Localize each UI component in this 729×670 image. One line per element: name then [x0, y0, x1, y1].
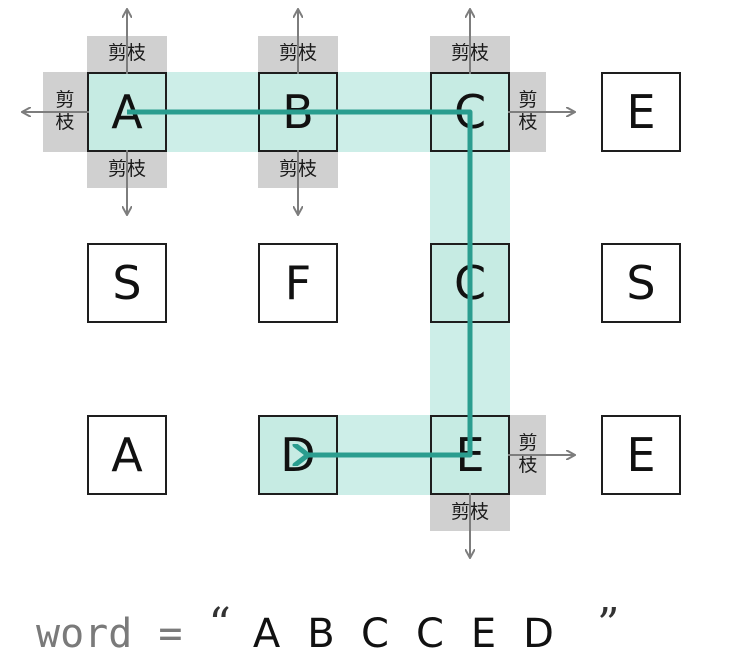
prune-label-right: 剪枝	[510, 415, 546, 495]
grid-cell-r0-c3: E	[601, 72, 681, 152]
grid-cell-r2-c3: E	[601, 415, 681, 495]
grid-cell-r0-c0: A	[87, 72, 167, 152]
grid-cell-r2-c2: E	[430, 415, 510, 495]
grid-cell-r0-c2: C	[430, 72, 510, 152]
prune-label-down: 剪枝	[87, 152, 167, 188]
word-letters: ABCCED	[252, 611, 581, 657]
prune-label-up: 剪枝	[258, 36, 338, 72]
grid-cell-r1-c2: C	[430, 243, 510, 323]
grid-cell-r1-c1: F	[258, 243, 338, 323]
grid-cell-r1-c0: S	[87, 243, 167, 323]
prune-label-down: 剪枝	[258, 152, 338, 188]
word-label: word	[36, 611, 133, 657]
grid-cell-r2-c0: A	[87, 415, 167, 495]
close-quote: ”	[596, 598, 620, 650]
target-word: word = “ ABCCED ”	[36, 599, 619, 664]
prune-label-down: 剪枝	[430, 495, 510, 531]
equals-sign: =	[158, 611, 183, 657]
prune-label-up: 剪枝	[87, 36, 167, 72]
open-quote: “	[208, 598, 231, 650]
prune-label-left: 剪枝	[43, 72, 87, 152]
grid-cell-r2-c1: D	[258, 415, 338, 495]
grid-cell-r1-c3: S	[601, 243, 681, 323]
prune-label-right: 剪枝	[510, 72, 546, 152]
grid-cell-r0-c1: B	[258, 72, 338, 152]
prune-label-up: 剪枝	[430, 36, 510, 72]
